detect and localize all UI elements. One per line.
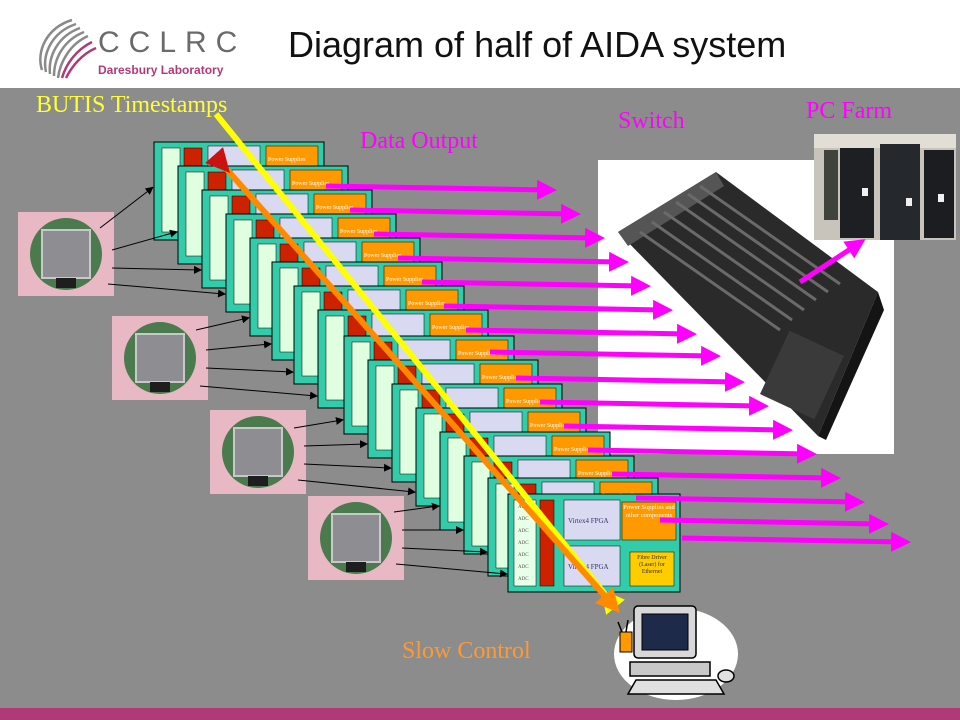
- data-output-arrow: [349, 203, 581, 224]
- data-output-arrow: [325, 179, 557, 200]
- detector-image: [112, 316, 208, 400]
- card-power-label: Power Supplies: [316, 205, 354, 211]
- card-power-label: Power Supplies: [432, 325, 470, 331]
- connection-arrow: [99, 186, 154, 229]
- card-power-label: Power Supplies: [386, 277, 424, 283]
- detector-image: [210, 410, 306, 494]
- slow-control-arrow: [205, 147, 620, 613]
- card-power-label: Power Supplies: [408, 301, 446, 307]
- pc-farm-image: [814, 134, 956, 240]
- card-power-label: Power Supplies: [340, 229, 378, 235]
- data-output-arrow: [611, 467, 841, 488]
- card-power-label: Power Supplies: [530, 423, 568, 429]
- detector-image: [18, 212, 114, 296]
- fibre-driver-label: Fibre Driver (Laser) for Ethernet: [637, 555, 667, 575]
- data-output-arrow: [397, 251, 629, 272]
- card-power-label: Power Supplies: [506, 399, 544, 405]
- accent-bar: [0, 708, 960, 720]
- card-power-label: Power Supplies: [554, 447, 592, 453]
- data-output-arrow: [659, 513, 889, 534]
- logo-subtitle: Daresbury Laboratory: [98, 63, 224, 77]
- connection-arrow: [303, 463, 392, 472]
- logo-brand: CCLRC: [98, 26, 242, 59]
- adc-chip: ADC: [518, 529, 529, 534]
- card-power-label: Power Supplies: [364, 253, 402, 259]
- page-title: Diagram of half of AIDA system: [288, 24, 787, 65]
- data-output-arrow: [635, 491, 865, 512]
- header: CCLRC Daresbury Laboratory Diagram of ha…: [0, 0, 960, 88]
- power-supplies-label: Power Supplies and other components: [623, 504, 675, 519]
- data-output-arrow: [587, 443, 817, 464]
- card-power-label: Power Supplies: [482, 375, 520, 381]
- butis-timestamps-label: BUTIS Timestamps: [36, 92, 228, 118]
- data-output-arrow: [681, 531, 911, 552]
- switch-label: Switch: [618, 108, 685, 134]
- adc-chip: ADC: [518, 517, 529, 522]
- adc-chip: ADC: [518, 565, 529, 570]
- pc-farm-label: PC Farm: [806, 98, 893, 124]
- card-power-label: Power Supplies: [578, 471, 616, 477]
- connection-arrow: [205, 367, 294, 376]
- fibre-driver-box: [629, 551, 675, 587]
- switch-to-farm-arrow: [798, 239, 866, 285]
- connection-arrow: [303, 440, 368, 449]
- fpga-1-label: Virtex4 FPGA: [568, 517, 609, 525]
- adc-chip: ADC: [518, 541, 529, 546]
- slow-control-label: Slow Control: [402, 638, 531, 664]
- card-power-label: Power Supplies: [292, 181, 330, 187]
- connection-arrow: [205, 340, 272, 351]
- connection-arrow: [199, 385, 318, 400]
- computer-icon: [614, 605, 738, 700]
- connection-arrow: [111, 229, 178, 251]
- cclrc-logo: CCLRC Daresbury Laboratory: [39, 18, 242, 79]
- adc-chip: ADC: [518, 553, 529, 558]
- card-power-label: Power Supplies: [268, 157, 306, 163]
- connection-arrow: [107, 283, 226, 298]
- detector-image: [308, 496, 404, 580]
- adc-chip: ADC: [518, 577, 529, 582]
- connection-arrow: [111, 265, 202, 274]
- data-output-label: Data Output: [360, 128, 478, 154]
- data-output-arrow: [373, 227, 605, 248]
